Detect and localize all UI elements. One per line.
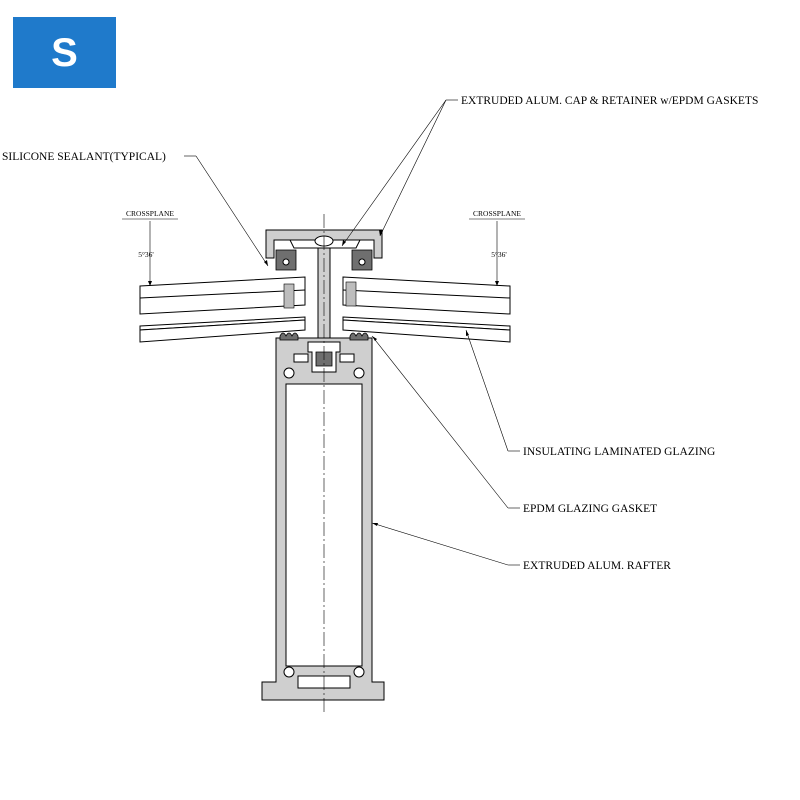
rafter-bottom-slot-right bbox=[353, 666, 365, 678]
rafter-notch-right bbox=[339, 353, 355, 363]
glass-left-inner bbox=[139, 319, 306, 343]
callout-cap-retainer: EXTRUDED ALUM. CAP & RETAINER w/EPDM GAS… bbox=[341, 95, 758, 247]
sealant-left bbox=[283, 283, 295, 309]
crossplane-right: CROSSPLANE 5°36' bbox=[469, 209, 525, 286]
rafter-bottom-slot-left bbox=[283, 666, 295, 678]
crossplane-right-label: CROSSPLANE bbox=[473, 209, 521, 218]
rafter-slot-right bbox=[353, 367, 365, 379]
label-cap-retainer: EXTRUDED ALUM. CAP & RETAINER w/EPDM GAS… bbox=[461, 95, 758, 107]
callout-epdm: EPDM GLAZING GASKET bbox=[371, 335, 657, 515]
label-insulating: INSULATING LAMINATED GLAZING bbox=[523, 446, 715, 458]
callout-insulating: INSULATING LAMINATED GLAZING bbox=[465, 329, 715, 458]
brand-logo: S bbox=[13, 17, 116, 88]
glazing-right bbox=[342, 276, 511, 343]
glazing-left bbox=[139, 276, 306, 343]
label-epdm: EPDM GLAZING GASKET bbox=[523, 503, 657, 515]
crossplane-left: CROSSPLANE 5°36' bbox=[122, 209, 178, 286]
callout-rafter: EXTRUDED ALUM. RAFTER bbox=[371, 522, 671, 572]
glass-right-outer bbox=[342, 276, 511, 315]
sealant-right bbox=[345, 281, 357, 307]
callout-silicone: SILICONE SEALANT(TYPICAL) bbox=[2, 151, 269, 267]
crossplane-left-label: CROSSPLANE bbox=[126, 209, 174, 218]
rafter-top-gasket-right bbox=[349, 332, 369, 341]
glass-left-outer bbox=[139, 276, 306, 315]
rafter bbox=[261, 332, 385, 701]
label-silicone: SILICONE SEALANT(TYPICAL) bbox=[2, 151, 166, 163]
rafter-top-gasket-left bbox=[279, 332, 299, 341]
cap-body bbox=[265, 229, 383, 259]
angle-left-label: 5°36' bbox=[138, 250, 154, 259]
angle-right-label: 5°36' bbox=[491, 250, 507, 259]
label-rafter: EXTRUDED ALUM. RAFTER bbox=[523, 560, 671, 572]
brand-logo-letter: S bbox=[51, 30, 78, 75]
rafter-notch-left bbox=[293, 353, 309, 363]
rafter-slot-left bbox=[283, 367, 295, 379]
